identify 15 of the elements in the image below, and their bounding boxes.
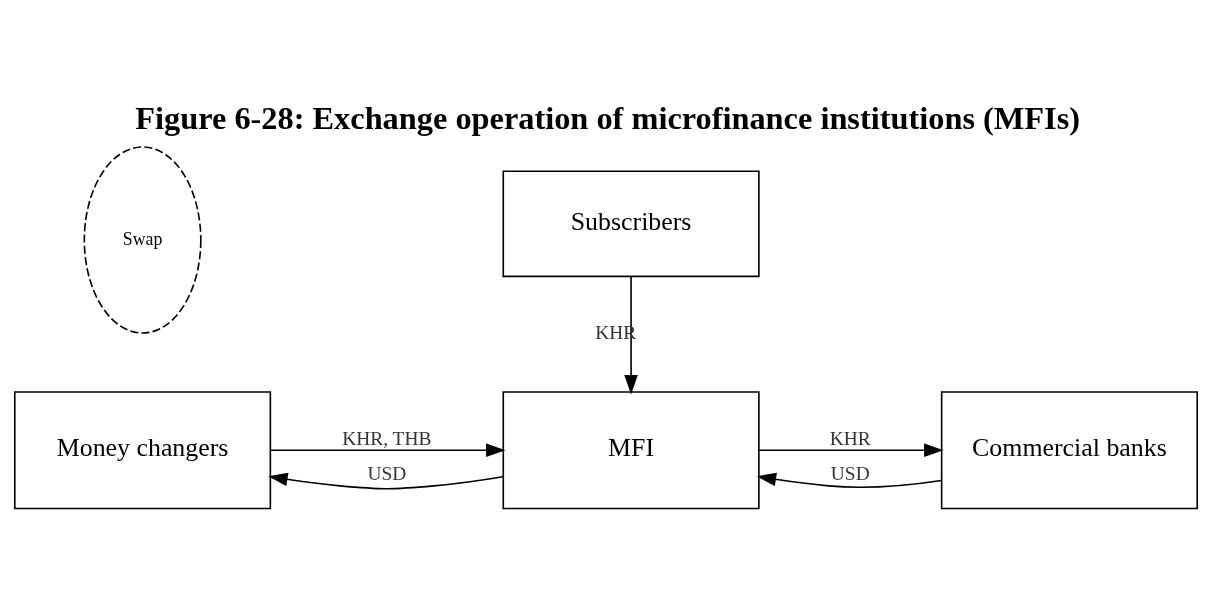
arrow: [624, 275, 638, 394]
arrow: [269, 443, 506, 457]
node-box: Subscribers: [502, 169, 760, 277]
arrow: [756, 472, 943, 488]
edge-label: USD: [367, 462, 407, 484]
node-ellipse: Swap: [83, 145, 202, 334]
node-box: Money changers: [13, 390, 272, 509]
edge-label: USD: [830, 462, 870, 484]
diagram-title: Figure 6-28: Exchange operation of microfinance institutions (MFIs): [135, 99, 1081, 136]
node-box: Commercial banks: [940, 390, 1199, 509]
edge-label: KHR, THB: [342, 427, 432, 449]
node-box: MFI: [502, 390, 760, 509]
edge-label: KHR: [829, 427, 871, 449]
arrow: [758, 443, 944, 457]
arrow: [268, 472, 504, 489]
